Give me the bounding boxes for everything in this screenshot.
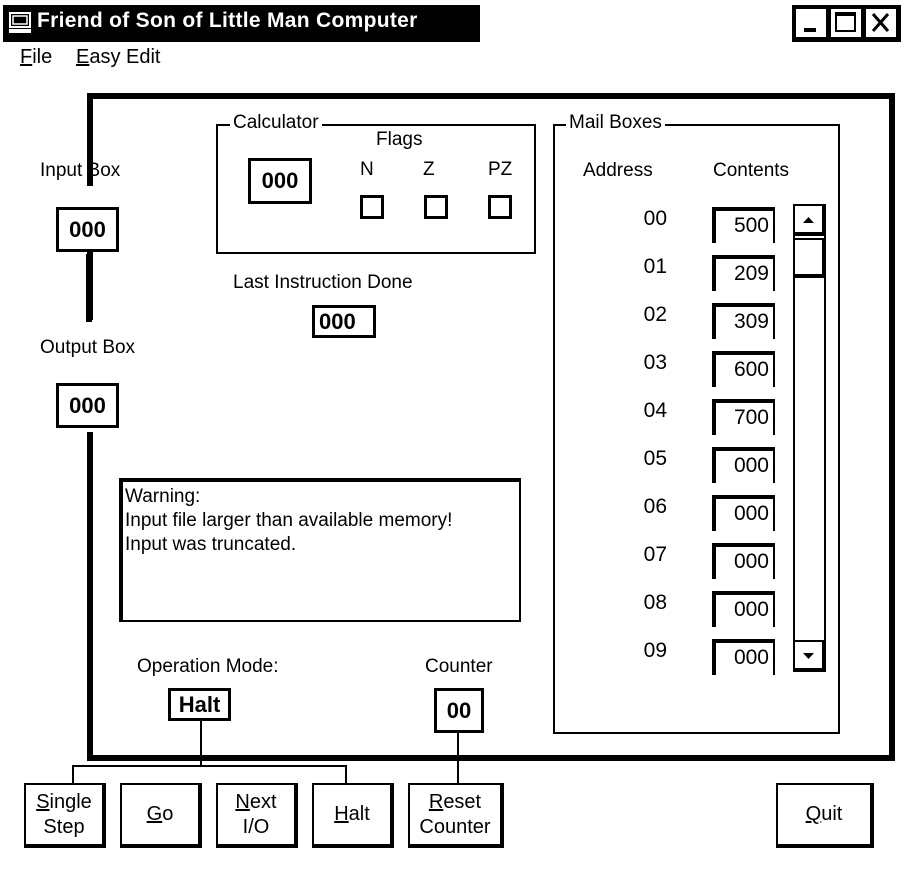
calculator-title: Calculator [230,112,322,134]
mailbox-address: 05 [643,447,667,470]
connector-line [72,765,74,783]
mailbox-address: 01 [643,255,667,278]
contents-header: Contents [713,160,790,181]
mailbox-contents-input[interactable]: 000 [712,447,775,483]
mailbox-address: 09 [643,639,667,662]
label-text: o [162,803,174,825]
next-io-line2: I/O [242,815,270,838]
mnemonic: H [334,803,349,825]
scroll-down-button[interactable] [793,640,826,672]
maximize-button[interactable] [831,9,861,37]
label-text: eset [443,790,482,813]
close-button[interactable] [866,9,896,37]
message-box: Warning: Input file larger than availabl… [119,478,521,622]
flag-n-checkbox [360,195,384,219]
flag-z-checkbox [424,195,448,219]
mnemonic: Q [805,803,822,825]
scroll-thumb[interactable] [793,238,826,278]
reset-counter-button[interactable]: Reset Counter [408,783,504,848]
reset-counter-line2: Counter [419,815,491,838]
single-step-button[interactable]: Single Step [24,783,106,848]
mailbox-address: 06 [643,495,667,518]
calculator-group [216,124,536,254]
menu-easy-edit[interactable]: Easy Edit [76,46,161,69]
mnemonic: N [235,790,250,813]
operation-mode-label: Operation Mode: [137,656,279,677]
mnemonic: G [146,803,163,825]
window-title: Friend of Son of Little Man Computer [37,9,418,32]
mailbox-address: 08 [643,591,667,614]
label-text: ingle [49,790,92,813]
single-step-line2: Step [43,815,85,838]
quit-button[interactable]: Quit [776,783,874,848]
connector-line [86,254,92,322]
menu-easy-edit-mnemonic: E [76,46,90,68]
counter-label: Counter [425,656,493,677]
label-text: uit [821,803,843,825]
flag-n-label: N [360,159,374,180]
mailbox-contents-input[interactable]: 309 [712,303,775,339]
single-step-line1: Single [36,790,92,815]
mailbox-contents-input[interactable]: 500 [712,207,775,243]
counter-value: 00 [434,688,484,733]
flag-z-label: Z [423,159,435,180]
arrow-up-icon [803,217,814,223]
quit-label: Quit [806,802,843,827]
next-io-line1: Next [235,790,276,815]
flag-pz-label: PZ [488,159,513,180]
mailbox-address: 04 [643,399,667,422]
label-text: ext [249,790,277,813]
address-header: Address [583,160,653,181]
arrow-down-icon [803,653,814,659]
go-button[interactable]: Go [120,783,202,848]
mailbox-address: 07 [643,543,667,566]
input-box: 000 [56,207,119,252]
output-box-label: Output Box [40,337,136,358]
mailbox-contents-input[interactable]: 209 [712,255,775,291]
window-controls [792,5,901,42]
mailbox-contents-input[interactable]: 600 [712,351,775,387]
flag-pz-checkbox [488,195,512,219]
mailbox-contents-input[interactable]: 000 [712,591,775,627]
menu-file-label: ile [32,46,53,68]
flags-label: Flags [376,129,423,150]
operation-mode-value: Halt [168,688,231,721]
mnemonic: R [428,790,444,813]
next-io-button[interactable]: Next I/O [216,783,298,848]
mailbox-contents-input[interactable]: 000 [712,543,775,579]
label-text: alt [348,803,370,825]
minimize-button[interactable] [796,9,826,37]
last-instruction-value: 000 [312,305,376,338]
mailboxes-title: Mail Boxes [566,112,665,134]
mailbox-scrollbar[interactable] [793,204,826,670]
frame-gap [85,320,95,432]
mailbox-address: 03 [643,351,667,374]
mailbox-address: 00 [643,207,667,230]
connector-line [345,765,347,783]
mailbox-address: 02 [643,303,667,326]
menu-file-mnemonic: F [20,46,33,68]
go-label: Go [147,802,174,827]
halt-button[interactable]: Halt [312,783,394,848]
accumulator-value: 000 [248,158,312,204]
output-box: 000 [56,383,119,428]
mailbox-contents-input[interactable]: 000 [712,639,775,675]
mnemonic: S [36,790,50,813]
connector-line [200,721,202,766]
menu-easy-edit-label: asy Edit [89,46,161,68]
connector-line [72,765,347,767]
mailboxes-group [553,124,840,734]
last-instruction-label: Last Instruction Done [233,272,413,293]
connector-line [457,733,459,783]
menu-file[interactable]: File [20,46,52,69]
mailbox-contents-input[interactable]: 700 [712,399,775,435]
reset-counter-line1: Reset [429,790,481,815]
input-box-label: Input Box [40,160,121,181]
mailbox-contents-input[interactable]: 000 [712,495,775,531]
title-bar: Friend of Son of Little Man Computer [3,5,480,42]
halt-label: Halt [334,802,370,827]
computer-icon [9,12,31,34]
scroll-up-button[interactable] [793,204,826,236]
